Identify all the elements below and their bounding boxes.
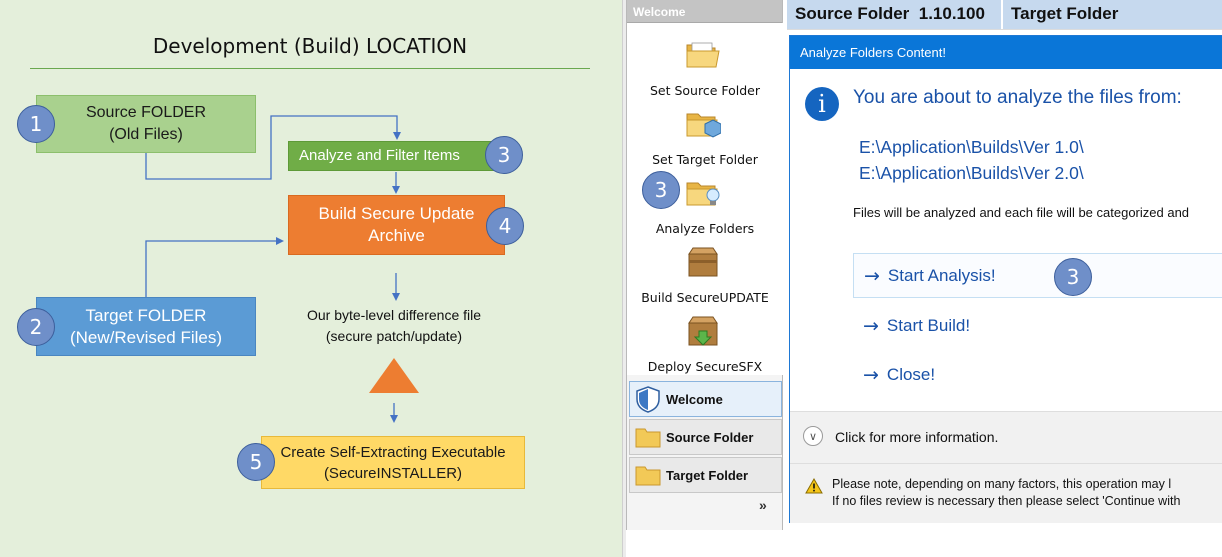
build-archive-label: Build Secure Update — [318, 204, 475, 223]
folder-icon — [635, 428, 661, 448]
connector-lines — [145, 115, 419, 423]
dialog-title: Analyze Folders Content! — [790, 36, 1222, 69]
folder-tabs: Source Folder 1.10.100 Target Folder — [787, 0, 1222, 30]
step-badge-3-nav: 3 — [642, 171, 680, 209]
folder-lightbulb-icon — [686, 182, 720, 206]
close-link[interactable]: → Close! — [853, 352, 1222, 397]
target-folder-sublabel: (New/Revised Files) — [69, 327, 223, 347]
nav-button-source-folder[interactable]: Source Folder — [629, 419, 782, 455]
title-divider — [30, 68, 590, 69]
source-folder-sublabel: (Old Files) — [109, 126, 183, 143]
footer-line-1: Please note, depending on many factors, … — [832, 477, 1172, 491]
arrow-right-icon: → — [864, 264, 880, 287]
more-buttons-chevron-icon[interactable]: » — [759, 497, 767, 513]
action-deploy-securesfx[interactable]: Deploy SecureSFX — [627, 305, 783, 374]
sfx-sublabel: (SecureINSTALLER) — [323, 464, 463, 482]
action-list: Set Source Folder Set Target Folder Anal… — [627, 23, 783, 375]
action-label: Analyze Folders — [655, 221, 755, 236]
update-triangle-icon — [369, 358, 419, 393]
action-build-secureupdate[interactable]: Build SecureUPDATE — [627, 236, 783, 305]
command-label: Start Build! — [886, 315, 971, 335]
nav-header: Welcome — [627, 0, 782, 23]
step-badge-5: 5 — [237, 443, 275, 481]
footer-line-2: If no files review is necessary then ple… — [832, 494, 1181, 508]
expander-label: Click for more information. — [835, 429, 999, 445]
folder-icon — [635, 466, 661, 486]
nav-button-label: Source Folder — [666, 429, 754, 445]
analyze-filter-label: Analyze and Filter Items — [299, 147, 460, 164]
command-label: Close! — [886, 364, 936, 384]
nav-button-target-folder[interactable]: Target Folder — [629, 457, 782, 493]
step-badge-3-dialog: 3 — [1054, 258, 1092, 296]
connector-target-build — [145, 237, 284, 297]
target-folder-box: Target FOLDER (New/Revised Files) — [36, 297, 256, 356]
analyze-filter-box: Analyze and Filter Items — [288, 141, 504, 171]
panel-divider — [622, 0, 626, 557]
action-set-source-folder[interactable]: Set Source Folder — [627, 29, 783, 98]
action-set-target-folder[interactable]: Set Target Folder — [627, 98, 783, 167]
target-path: E:\Application\Builds\Ver 2.0\ — [859, 163, 1084, 183]
connector-source-analyze — [145, 115, 401, 180]
start-analysis-link[interactable]: → Start Analysis! — [853, 253, 1222, 298]
action-label: Set Source Folder — [649, 83, 761, 98]
more-info-expander[interactable]: ∨ Click for more information. — [790, 411, 1222, 463]
source-path: E:\Application\Builds\Ver 1.0\ — [859, 137, 1084, 157]
build-archive-box: Build Secure Update Archive — [288, 195, 505, 255]
nav-button-label: Welcome — [666, 391, 723, 407]
diagram-title: Development (Build) LOCATION — [152, 34, 468, 58]
folder-open-icon — [686, 42, 720, 68]
tab-source-folder[interactable]: Source Folder 1.10.100 — [787, 0, 1003, 29]
source-folder-label: Source FOLDER — [85, 104, 207, 121]
sfx-label: Create Self-Extracting Executable — [280, 443, 506, 461]
tab-target-folder[interactable]: Target Folder — [1003, 0, 1222, 29]
action-label: Build SecureUPDATE — [641, 290, 769, 305]
step-badge-3: 3 — [485, 136, 523, 174]
action-analyze-folders[interactable]: Analyze Folders — [627, 167, 783, 236]
step-badge-1: 1 — [17, 105, 55, 143]
command-label: Start Analysis! — [887, 265, 996, 285]
nav-button-welcome[interactable]: Welcome — [629, 381, 782, 417]
action-label: Deploy SecureSFX — [647, 359, 763, 374]
shield-icon — [636, 386, 660, 413]
difference-file-line1: Our byte-level difference file — [306, 307, 482, 323]
difference-file-note: Our byte-level difference file (secure p… — [278, 305, 510, 347]
arrow-right-icon: → — [863, 314, 879, 337]
navigation-pane: Welcome Set Source Folder Set Target Fol… — [626, 0, 783, 530]
warning-icon — [805, 478, 823, 494]
workflow-diagram: Development (Build) LOCATION Source FOLD… — [0, 0, 622, 557]
package-download-icon — [688, 316, 718, 346]
arrow-right-icon: → — [863, 363, 879, 386]
task-dialog: Analyze Folders Content! i You are about… — [789, 35, 1222, 523]
chevron-down-icon[interactable]: ∨ — [803, 426, 823, 446]
start-build-link[interactable]: → Start Build! — [853, 303, 1222, 348]
folder-box-icon — [686, 113, 721, 138]
difference-file-line2: (secure patch/update) — [325, 328, 463, 344]
main-instruction: You are about to analyze the files from: — [853, 87, 1182, 108]
sfx-box: Create Self-Extracting Executable (Secur… — [261, 436, 525, 489]
step-badge-4: 4 — [486, 207, 524, 245]
target-folder-label: Target FOLDER — [85, 305, 207, 325]
source-folder-box: Source FOLDER (Old Files) — [36, 95, 256, 153]
info-icon: i — [805, 87, 839, 121]
dialog-content-text: Files will be analyzed and each file wil… — [853, 205, 1190, 220]
action-label: Set Target Folder — [652, 152, 758, 167]
build-archive-sublabel: Archive — [368, 226, 425, 245]
dialog-footer: Please note, depending on many factors, … — [790, 463, 1222, 523]
nav-button-label: Target Folder — [666, 467, 749, 483]
package-icon — [688, 247, 718, 277]
step-badge-2: 2 — [17, 308, 55, 346]
